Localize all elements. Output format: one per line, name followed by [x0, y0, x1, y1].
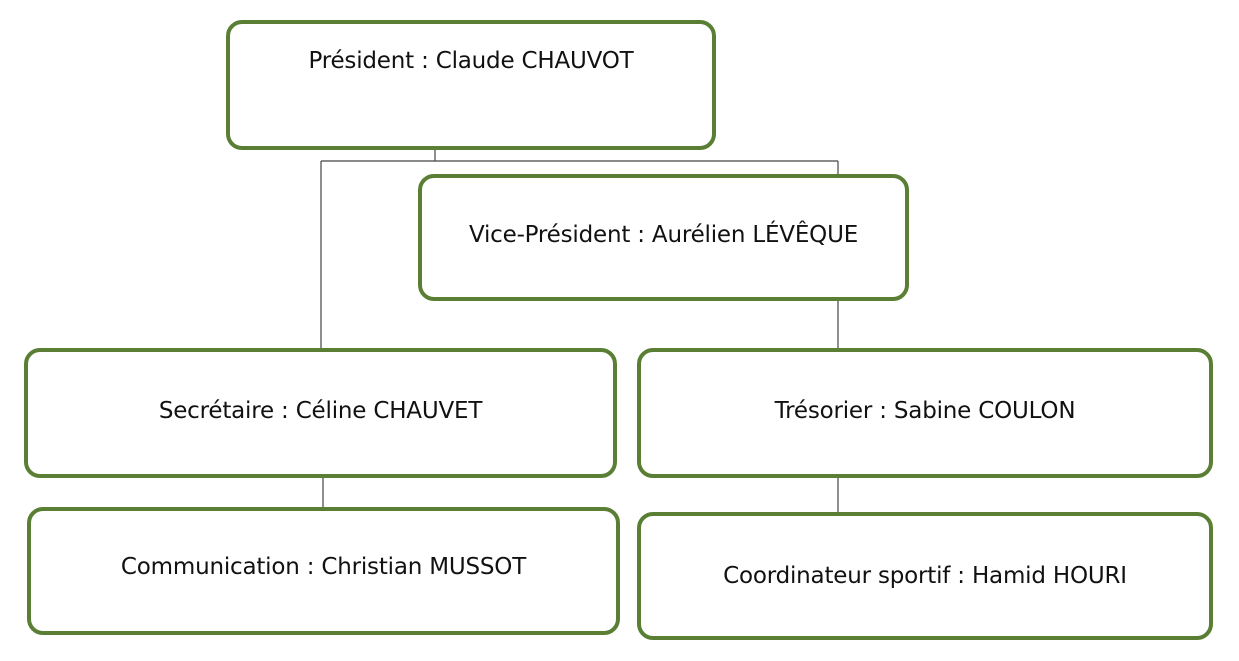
secretary-box: Secrétaire : Céline CHAUVET	[24, 348, 617, 478]
treasurer-label: Trésorier : Sabine COULON	[774, 398, 1076, 424]
sports-coordinator-label: Coordinateur sportif : Hamid HOURI	[723, 563, 1127, 589]
vice-president-label: Vice-Président : Aurélien LÉVÊQUE	[468, 221, 859, 248]
sports-coordinator-box: Coordinateur sportif : Hamid HOURI	[637, 512, 1213, 640]
president-box: Président : Claude CHAUVOT	[226, 20, 716, 150]
secretary-label: Secrétaire : Céline CHAUVET	[158, 398, 483, 424]
communication-box: Communication : Christian MUSSOT	[27, 507, 620, 635]
communication-label: Communication : Christian MUSSOT	[120, 554, 527, 580]
president-label: Président : Claude CHAUVOT	[308, 48, 634, 74]
vice-president-box: Vice-Président : Aurélien LÉVÊQUE	[418, 174, 909, 301]
treasurer-box: Trésorier : Sabine COULON	[637, 348, 1213, 478]
